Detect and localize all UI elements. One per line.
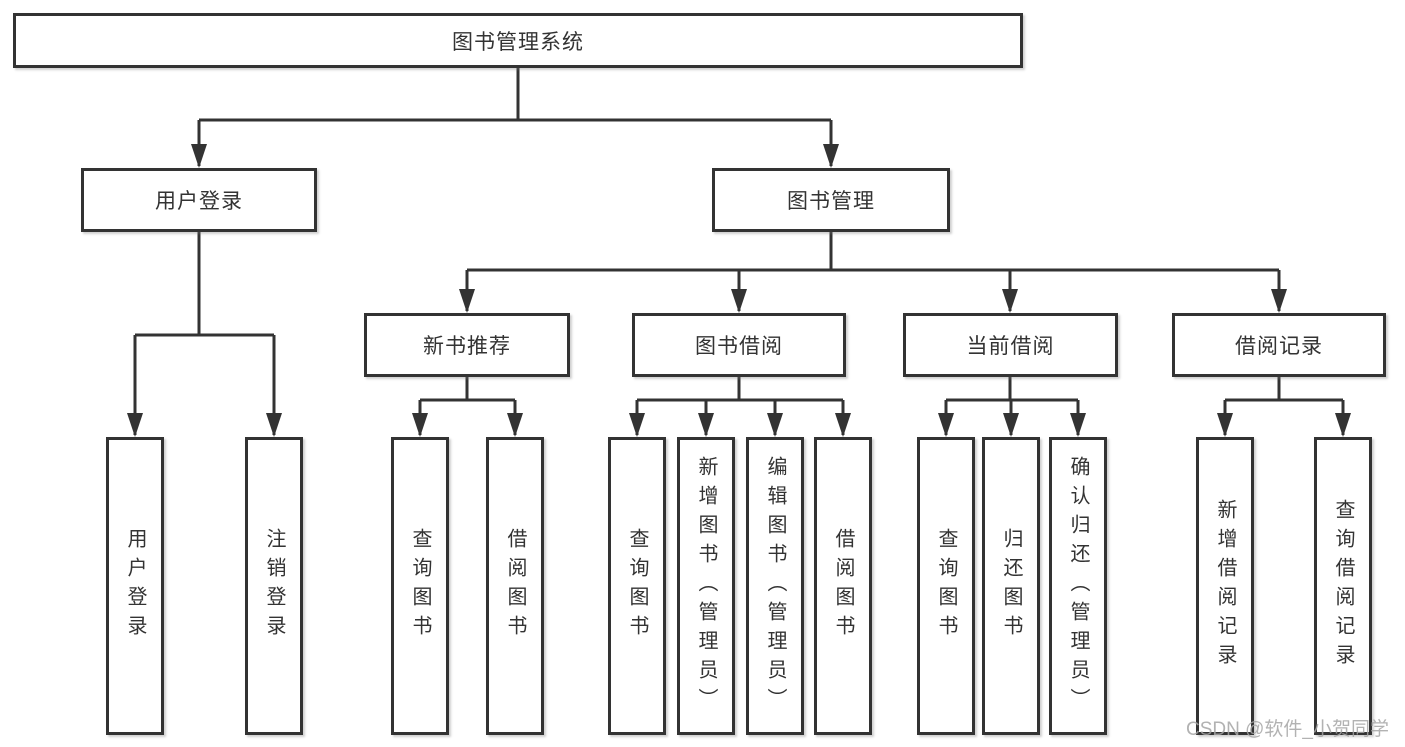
node-new-book-recommend: 新书推荐 — [364, 313, 570, 377]
leaf-add-borrow-record: 新增借阅记录 — [1196, 437, 1254, 735]
csdn-watermark: CSDN @软件_小贺同学 — [1186, 719, 1389, 740]
leaf-borrow-books-recommend: 借阅图书 — [486, 437, 544, 735]
connector-current-to-leaves — [946, 377, 1078, 402]
leaf-borrow-books: 借阅图书 — [814, 437, 872, 735]
leaf-query-borrow-record: 查询借阅记录 — [1314, 437, 1372, 735]
leaf-query-books-borrow: 查询图书 — [608, 437, 666, 735]
leaf-confirm-return-admin: 确认归还（管理员） — [1049, 437, 1107, 735]
node-borrowing-records: 借阅记录 — [1172, 313, 1386, 377]
connector-newbook-to-leaves — [420, 377, 515, 402]
leaf-user-login: 用户登录 — [106, 437, 164, 735]
connector-records-to-leaves — [1225, 377, 1343, 402]
node-user-login-branch: 用户登录 — [81, 168, 317, 232]
leaf-return-books: 归还图书 — [982, 437, 1040, 735]
node-library-system-root: 图书管理系统 — [13, 13, 1023, 68]
connector-userlogin-to-leaves — [135, 232, 274, 337]
leaf-query-books-recommend: 查询图书 — [391, 437, 449, 735]
leaf-query-books-current: 查询图书 — [917, 437, 975, 735]
node-book-borrowing: 图书借阅 — [632, 313, 846, 377]
connector-bookmgmt-to-level3 — [467, 232, 1279, 272]
leaf-edit-books-admin: 编辑图书（管理员） — [746, 437, 804, 735]
node-book-management-branch: 图书管理 — [712, 168, 950, 232]
leaf-logout: 注销登录 — [245, 437, 303, 735]
connector-root-to-level2 — [199, 68, 831, 122]
leaf-add-books-admin: 新增图书（管理员） — [677, 437, 735, 735]
connector-borrow-to-leaves — [637, 377, 843, 402]
node-current-borrowing: 当前借阅 — [903, 313, 1118, 377]
